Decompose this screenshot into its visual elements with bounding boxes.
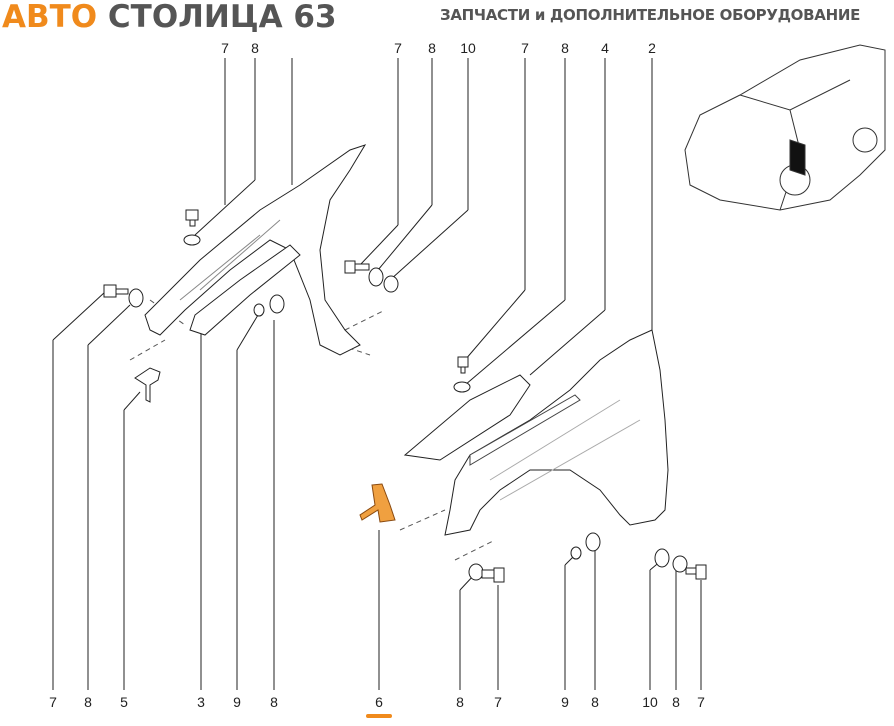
callout-label: 8	[428, 40, 436, 56]
callout-label: 9	[233, 694, 241, 710]
logo-text-avto: АВТО	[2, 0, 98, 35]
callout-label: 10	[460, 40, 476, 56]
store-logo: АВТО СТОЛИЦА 63	[2, 0, 337, 34]
callout-label: 8	[270, 694, 278, 710]
callout-label: 3	[197, 694, 205, 710]
highlighted-bracket-part-6	[359, 483, 396, 523]
callout-label-selected[interactable]: 6	[375, 694, 383, 710]
front-fender	[403, 329, 707, 583]
callout-label: 10	[642, 694, 658, 710]
fasteners-left	[103, 209, 399, 403]
callout-label: 8	[251, 40, 259, 56]
store-tagline: ЗАПЧАСТИ и ДОПОЛНИТЕЛЬНОЕ ОБОРУДОВАНИЕ	[440, 6, 861, 24]
callout-label: 5	[120, 694, 128, 710]
callout-label: 9	[561, 694, 569, 710]
left-fender-bracket	[144, 144, 367, 356]
logo-text-stolica: СТОЛИЦА 63	[107, 0, 337, 35]
callout-label: 8	[561, 40, 569, 56]
callout-label: 8	[456, 694, 464, 710]
callout-label: 7	[521, 40, 529, 56]
callout-label: 7	[221, 40, 229, 56]
callout-label: 7	[49, 694, 57, 710]
callout-label: 7	[394, 40, 402, 56]
selected-part-underline	[366, 714, 392, 718]
callout-label: 7	[697, 694, 705, 710]
callout-label: 2	[648, 40, 656, 56]
leader-lines	[52, 58, 702, 690]
callout-label: 4	[601, 40, 609, 56]
callout-label: 8	[672, 694, 680, 710]
callout-label: 8	[591, 694, 599, 710]
callout-label: 8	[84, 694, 92, 710]
vehicle-location-thumbnail	[684, 44, 886, 211]
callout-label: 7	[494, 694, 502, 710]
